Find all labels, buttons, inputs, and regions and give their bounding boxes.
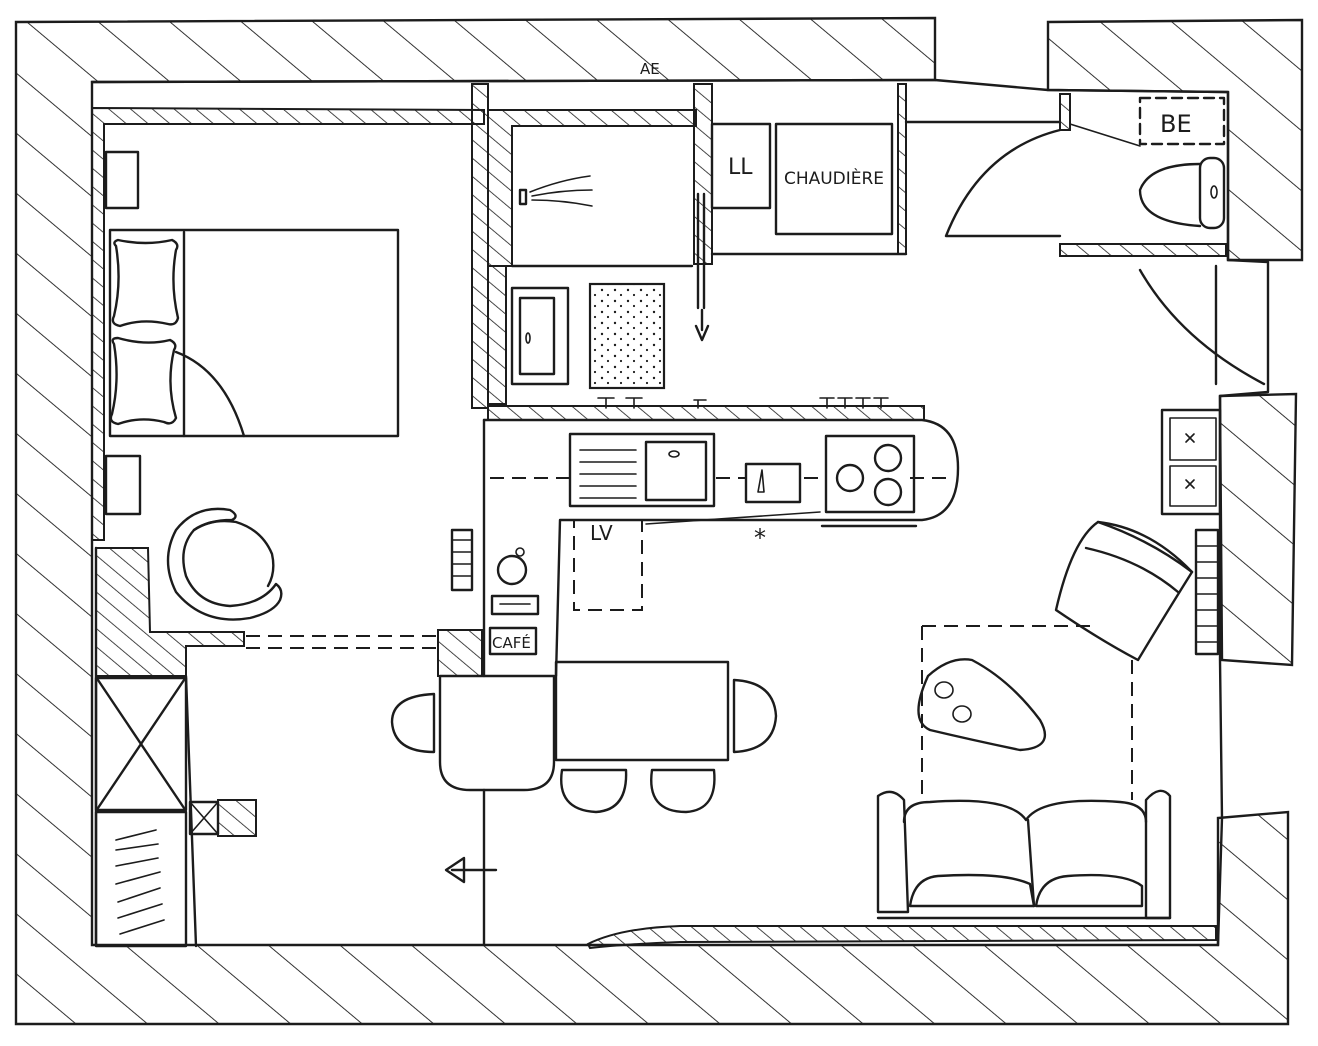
pillow-top: [111, 238, 180, 328]
entry-arrow-icon: [444, 788, 498, 946]
shower-icon: [518, 175, 593, 207]
utility-room: LL CHAUDIÈRE: [710, 83, 1062, 256]
chair-bottom-1: [560, 768, 628, 814]
kitchen-sink: [568, 432, 716, 508]
living-area: [586, 408, 1222, 950]
cooktop: [824, 434, 916, 514]
coffee-machine: [488, 626, 538, 656]
interior-outline: [90, 78, 1270, 947]
bathroom: [487, 83, 713, 405]
chair-left: [390, 692, 436, 754]
living-armchair: [1054, 520, 1194, 662]
kettle-icon: [496, 547, 528, 586]
radiator-kitchen: [450, 528, 474, 592]
bathroom-basin: [510, 286, 570, 386]
boiler: [774, 122, 894, 236]
bedroom-armchair: [166, 507, 283, 621]
boiler-label: CHAUDIÈRE: [784, 167, 884, 189]
exterior-walls: [14, 16, 1304, 1026]
wc-room: BE: [944, 93, 1266, 386]
chair-right: [732, 678, 778, 754]
cutting-board: [744, 462, 802, 504]
toaster: [490, 594, 540, 616]
dining-table: [554, 660, 730, 762]
coffee-table: [917, 658, 1046, 752]
counter-end: [438, 674, 556, 792]
toilet-icon: [1138, 156, 1226, 230]
sofa: [876, 789, 1172, 920]
extractor-mark: *: [754, 524, 766, 552]
radiator-living: [1194, 528, 1220, 656]
laundry-label: LL: [728, 155, 753, 180]
dining-area: [390, 660, 778, 814]
coffee-label: CAFÉ: [492, 633, 531, 652]
water-heater: [1138, 96, 1226, 146]
bed: [108, 228, 400, 438]
coat-rack-hatch: [115, 829, 165, 935]
nightstand-top: [104, 150, 140, 210]
chair-bottom-2: [650, 768, 716, 814]
nightstand-bottom: [104, 454, 142, 516]
entry-closet: [94, 674, 257, 948]
dishwasher: [573, 519, 643, 611]
bedroom: [91, 83, 489, 677]
washing-machine: [710, 122, 772, 210]
shower-tray: [588, 282, 666, 390]
outlet-box: [1160, 408, 1222, 516]
top-mark-label: AE: [640, 60, 660, 78]
kitchen: LV * CAFÉ: [437, 397, 960, 678]
dishwasher-label: LV: [590, 521, 613, 545]
pillow-bottom: [109, 336, 178, 426]
socket-icons: [597, 397, 889, 409]
water-heater-label: BE: [1160, 110, 1192, 138]
